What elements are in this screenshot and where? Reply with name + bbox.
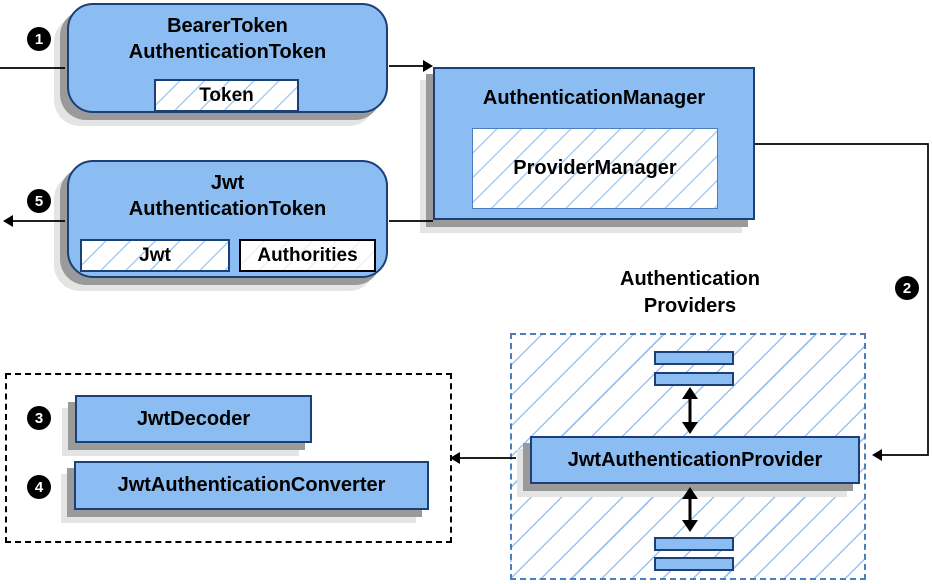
jwt-helpers-group: JwtDecoder JwtAuthenticationConverter	[5, 373, 452, 543]
jwt-authentication-provider-node: JwtAuthenticationProvider	[530, 436, 860, 484]
jwt-authentication-token-node: Jwt AuthenticationToken Jwt Authorities	[67, 160, 388, 278]
bearer-token-node-title-line1: BearerToken	[167, 15, 288, 37]
bearer-token-node-title-line2: AuthenticationToken	[128, 41, 327, 63]
step-4-badge: 4	[27, 475, 51, 499]
jwt-chip: Jwt	[80, 239, 230, 272]
step-5-badge: 5	[27, 189, 51, 213]
authentication-providers-label: Authentication Providers	[560, 266, 820, 320]
jwt-authentication-converter-node: JwtAuthenticationConverter	[74, 461, 429, 510]
authentication-providers-label-line2: Providers	[643, 295, 737, 317]
step-1-badge: 1	[27, 27, 51, 51]
step-3-badge: 3	[27, 406, 51, 430]
provider-stub-bar-bottom-2	[654, 557, 734, 571]
provider-stub-bar-top-2	[654, 372, 734, 386]
provider-stub-bar-bottom-1	[654, 537, 734, 551]
authentication-manager-node: AuthenticationManager ProviderManager	[433, 67, 755, 220]
jwt-token-node-title-line1: Jwt	[210, 172, 245, 194]
provider-stub-bar-top-1	[654, 351, 734, 365]
jwt-decoder-node: JwtDecoder	[75, 395, 312, 443]
bearer-token-authentication-token-node: BearerToken AuthenticationToken Token	[67, 3, 388, 113]
step-2-badge: 2	[895, 276, 919, 300]
authentication-manager-title: AuthenticationManager	[482, 87, 706, 109]
authentication-providers-label-line1: Authentication	[620, 268, 760, 290]
response-out-arrowhead	[3, 215, 13, 227]
manager-to-provider-arrowhead	[872, 449, 882, 461]
authentication-providers-group: JwtAuthenticationProvider	[510, 333, 866, 580]
token-chip: Token	[154, 79, 299, 112]
jwt-token-node-title-line2: AuthenticationToken	[128, 198, 327, 220]
provider-manager-chip: ProviderManager	[472, 128, 718, 209]
authorities-chip: Authorities	[239, 239, 376, 272]
bearer-to-manager-arrowhead	[423, 60, 433, 72]
